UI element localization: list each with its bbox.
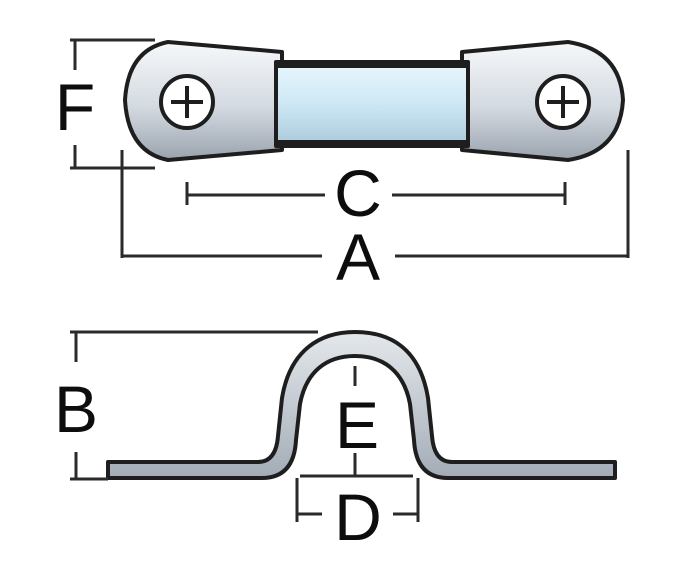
dimension-d: D — [295, 478, 420, 554]
dimension-b: B — [54, 330, 318, 481]
dimension-e: E — [300, 366, 413, 478]
dimension-c: C — [185, 156, 567, 230]
label-c: C — [334, 156, 382, 230]
left-screw-icon — [159, 74, 215, 130]
dimension-f: F — [55, 38, 155, 170]
strap-profile — [106, 330, 617, 480]
dimension-a: A — [120, 150, 630, 294]
label-b: B — [54, 372, 98, 446]
top-view: F C A — [55, 38, 630, 294]
label-a: A — [336, 220, 380, 294]
right-screw-icon — [535, 74, 591, 130]
side-view: B E D — [54, 330, 617, 554]
label-f: F — [55, 70, 95, 144]
strap-body — [274, 60, 470, 148]
label-e: E — [335, 388, 379, 462]
label-d: D — [334, 480, 382, 554]
